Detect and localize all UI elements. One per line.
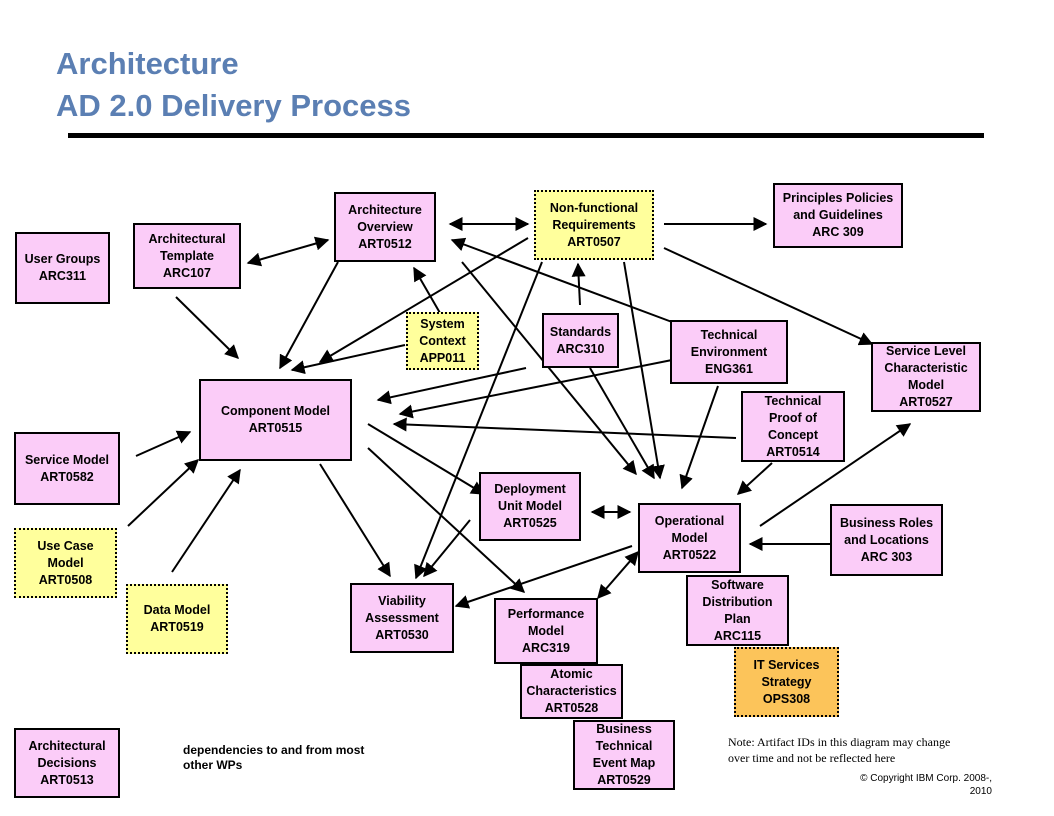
node-business-roles-locations: Business Roles and Locations ARC 303 — [830, 504, 943, 576]
node-system-context: System Context APP011 — [406, 312, 479, 370]
copyright: © Copyright IBM Corp. 2008-, 2010 — [860, 773, 992, 797]
arrow-context-component — [290, 344, 406, 375]
node-service-level-model: Service Level Characteristic Model ART05… — [871, 342, 981, 412]
artifact-id-note: Note: Artifact IDs in this diagram may c… — [728, 735, 951, 765]
node-service-model: Service Model ART0582 — [14, 432, 120, 505]
title-divider — [68, 133, 984, 138]
arrow-component-viability — [319, 463, 391, 578]
node-performance-model: Performance Model ARC319 — [494, 598, 598, 664]
node-software-distribution-plan: Software Distribution Plan ARC115 — [686, 575, 789, 646]
arrow-standards-component — [376, 367, 527, 405]
node-architectural-decisions: Architectural Decisions ART0513 — [14, 728, 120, 798]
node-standards: Standards ARC310 — [542, 313, 619, 368]
arrow-servicemodel-component — [135, 430, 192, 457]
arrow-deployment-viability — [423, 519, 471, 578]
node-user-groups: User Groups ARC311 — [15, 232, 110, 304]
arrow-techenv-component — [398, 359, 673, 419]
arrow-nfr-viability — [414, 261, 543, 580]
arrow-operational-servicelevel — [759, 423, 912, 527]
node-data-model: Data Model ART0519 — [126, 584, 228, 654]
node-nonfunctional-requirements: Non-functional Requirements ART0507 — [534, 190, 654, 260]
page-title: Architecture — [56, 46, 239, 81]
arrow-template-component — [175, 296, 239, 359]
arrow-proof-operational — [736, 462, 773, 495]
arrow-context-overview — [413, 266, 441, 314]
arrow-operational-viability — [454, 545, 633, 609]
node-deployment-unit-model: Deployment Unit Model ART0525 — [479, 472, 581, 541]
node-technical-proof-of-concept: Technical Proof of Concept ART0514 — [741, 391, 845, 462]
arrow-nfr-component — [318, 237, 529, 363]
arrow-component-deployment — [367, 423, 486, 495]
node-business-technical-event-map: Business Technical Event Map ART0529 — [573, 720, 675, 790]
dependencies-note: dependencies to and from most other WPs — [183, 743, 365, 772]
node-technical-environment: Technical Environment ENG361 — [670, 320, 788, 384]
arrow-performance-operational — [597, 550, 639, 600]
node-architecture-overview: Architecture Overview ART0512 — [334, 192, 436, 262]
arrow-overview-component — [279, 261, 339, 370]
node-viability-assessment: Viability Assessment ART0530 — [350, 583, 454, 653]
arrow-component-performance — [367, 447, 526, 593]
arrow-proof-component — [392, 417, 737, 439]
arrow-datamodel-component — [171, 468, 241, 573]
arrow-usecase-component — [127, 459, 200, 527]
arrow-overview-operational — [461, 261, 637, 476]
node-component-model: Component Model ART0515 — [199, 379, 352, 461]
node-use-case-model: Use Case Model ART0508 — [14, 528, 117, 598]
arrow-standards-nfr — [571, 262, 586, 306]
node-principles-policies: Principles Policies and Guidelines ARC 3… — [773, 183, 903, 248]
arrow-standards-operational — [589, 367, 655, 480]
arrow-nfr-servicelevel — [663, 247, 874, 346]
node-architectural-template: Architectural Template ARC107 — [133, 223, 241, 289]
arrow-techenv-overview — [450, 237, 673, 323]
node-atomic-characteristics: Atomic Characteristics ART0528 — [520, 664, 623, 719]
node-operational-model: Operational Model ART0522 — [638, 503, 741, 573]
arrow-nfr-operational — [623, 261, 665, 480]
arrow-template-overview — [246, 236, 330, 267]
page-subtitle: AD 2.0 Delivery Process — [56, 88, 411, 123]
node-it-services-strategy: IT Services Strategy OPS308 — [734, 647, 839, 717]
